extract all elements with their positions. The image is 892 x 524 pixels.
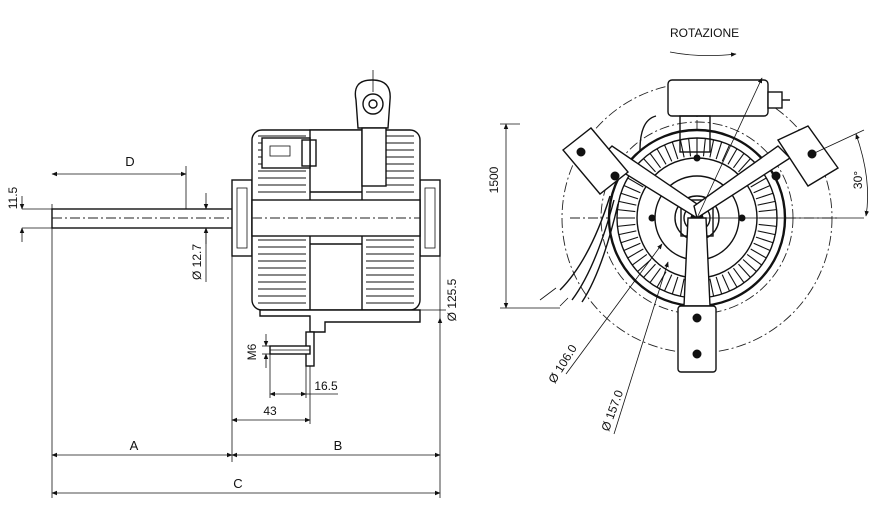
dimension-1500: 1500 (487, 123, 560, 309)
rotation-indicator: ROTAZIONE (669, 26, 739, 57)
label-157: Ø 157.0 (598, 388, 626, 433)
label-rotation: ROTAZIONE (670, 26, 739, 40)
label-11-5: 11.5 (6, 186, 20, 209)
mounting-foot (259, 309, 421, 367)
rotation-arrow-icon (669, 51, 737, 57)
dimension-30-deg: 30° (697, 129, 870, 219)
dimension-16-5: 16.5 (269, 354, 338, 398)
dimension-125-5: Ø 125.5 (412, 256, 459, 330)
dimension-M6: M6 (245, 334, 270, 368)
cable-leads (539, 195, 619, 307)
label-12-7: Ø 12.7 (190, 244, 204, 280)
label-1500: 1500 (487, 166, 501, 193)
label-M6: M6 (245, 343, 259, 360)
rear-bearing-boss (419, 179, 441, 257)
label-D: D (125, 154, 134, 169)
label-125-5: Ø 125.5 (445, 278, 459, 321)
label-C: C (233, 476, 242, 491)
dimension-43: 43 (231, 256, 311, 462)
label-B: B (334, 438, 343, 453)
mounting-arm-left (561, 127, 701, 220)
dimension-D: D (51, 154, 187, 209)
label-16-5: 16.5 (314, 379, 338, 393)
mounting-arm-right (693, 125, 840, 220)
top-junction-box (639, 79, 790, 153)
label-A: A (130, 438, 139, 453)
side-view: 11.5 D Ø 12.7 Ø 125.5 M6 (6, 70, 459, 498)
dimension-12-7: Ø 12.7 (190, 193, 209, 282)
label-30-deg: 30° (851, 171, 865, 189)
dimension-A-B-C: A B C (51, 232, 441, 498)
front-view: ROTAZIONE (487, 26, 870, 435)
label-43: 43 (263, 404, 277, 418)
motor-body (251, 129, 421, 311)
label-106: Ø 106.0 (545, 342, 580, 386)
top-mount-eye (354, 70, 391, 187)
front-bearing-boss (231, 179, 253, 257)
dimension-11-5: 11.5 (6, 186, 52, 242)
